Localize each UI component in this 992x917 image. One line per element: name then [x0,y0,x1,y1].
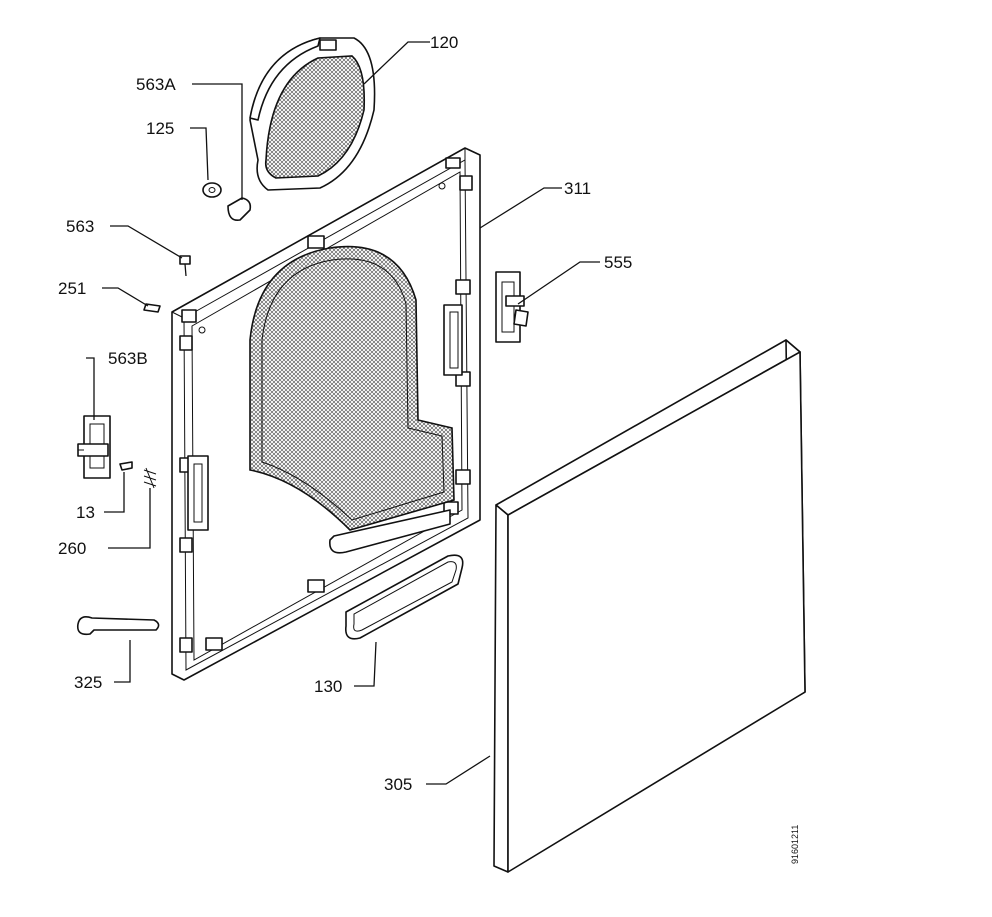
callout-563b: 563B [108,349,148,368]
inner-door-frame-311 [171,147,481,681]
callout-13: 13 [76,503,95,522]
bushing-563a [227,197,252,222]
spring-260 [143,467,157,489]
callout-125: 125 [146,119,174,138]
callout-130: 130 [314,677,342,696]
callout-325: 325 [74,673,102,692]
callout-563a: 563A [136,75,176,94]
leader-lines [86,41,600,785]
screw-563 [179,255,191,277]
seal-130 [344,554,464,640]
callout-120: 120 [430,33,458,52]
callout-260: 260 [58,539,86,558]
hinge-catch-563b [77,415,111,479]
callout-305: 305 [384,775,412,794]
callout-311: 311 [564,179,591,198]
callout-labels: 120 563A 125 563 251 311 555 563B 13 260… [58,33,632,794]
filter-cover-120 [249,37,376,191]
drawing-number: 91601211 [790,825,800,864]
door-panel-305 [493,339,806,873]
callout-563: 563 [66,217,94,236]
callout-555: 555 [604,253,632,272]
washer-125 [202,182,222,198]
callout-251: 251 [58,279,86,298]
latch-555 [495,271,529,343]
pin-13 [119,461,133,471]
handle-325 [76,616,160,636]
